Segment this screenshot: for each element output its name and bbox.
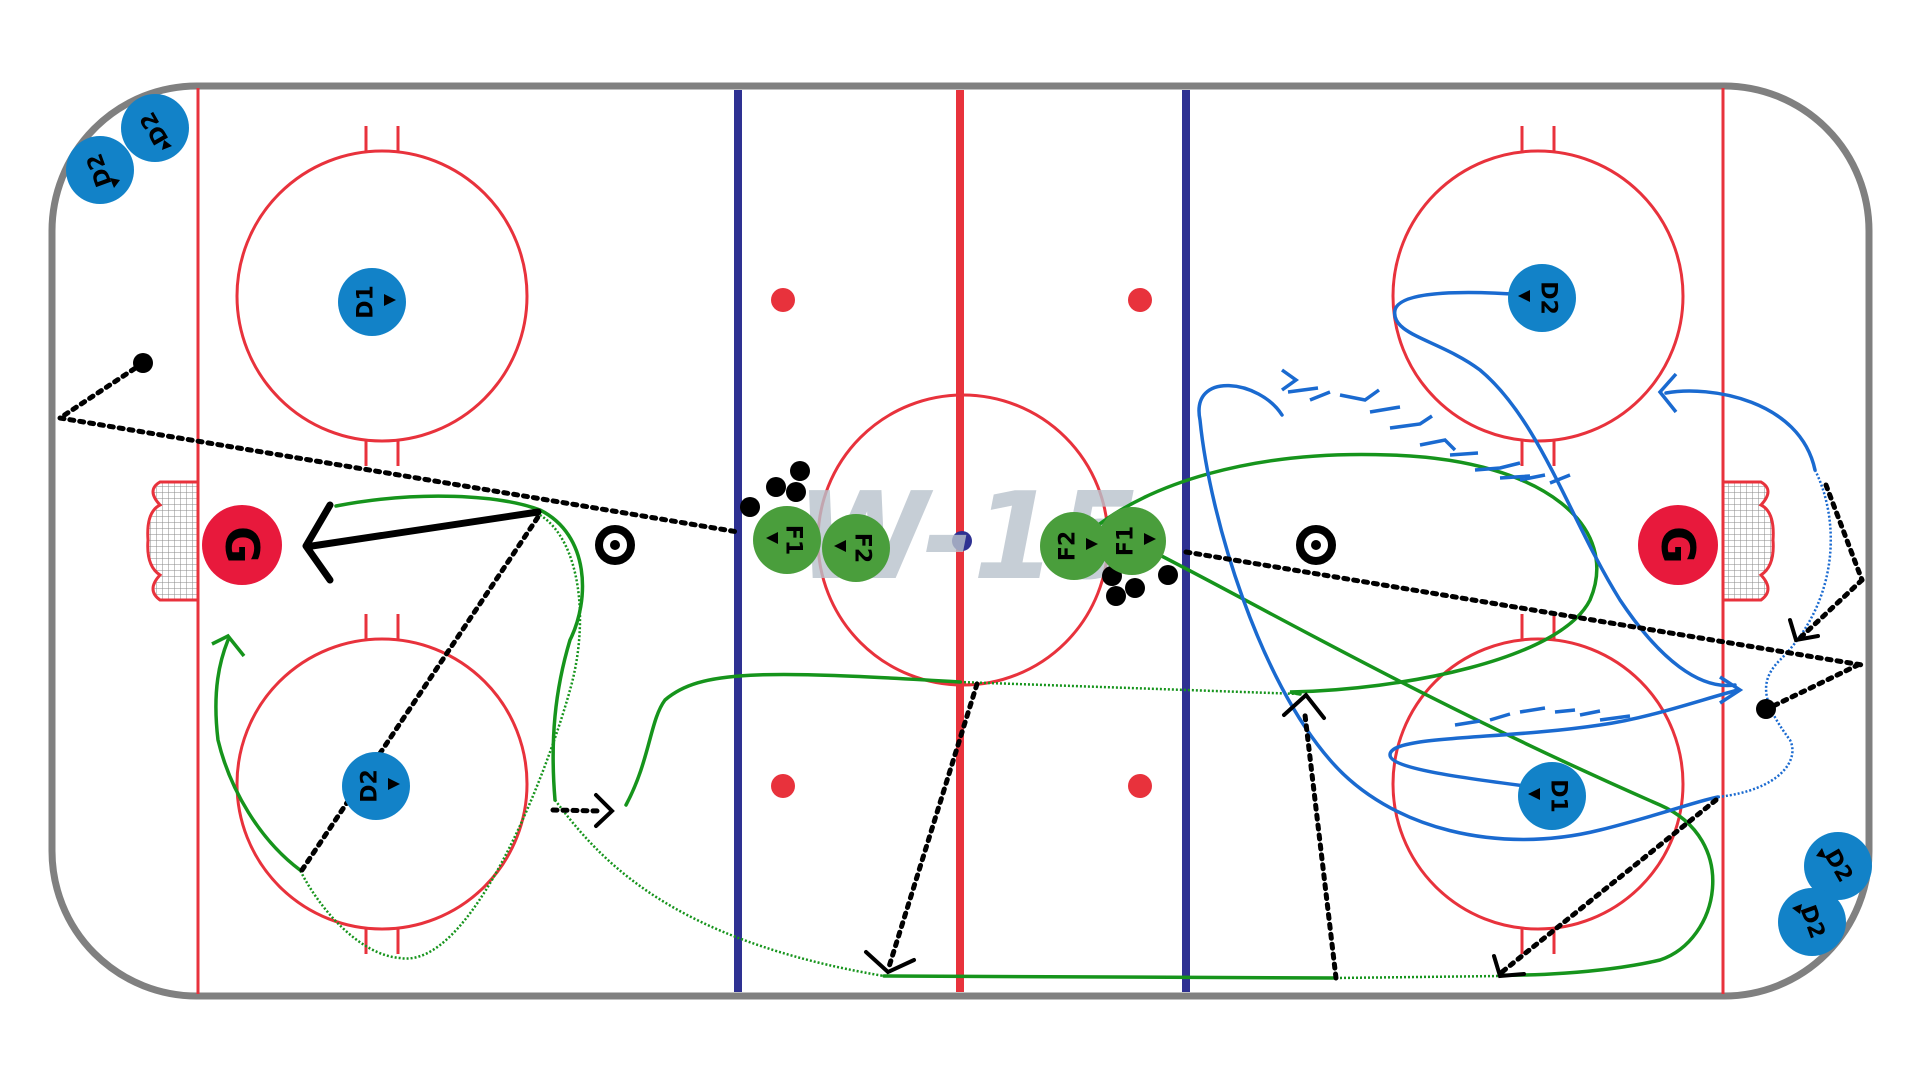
player-d2: D2 <box>342 752 410 820</box>
player-f2: F2 <box>1040 512 1108 580</box>
puck <box>1106 586 1126 606</box>
player-d2: D2 <box>121 94 189 162</box>
player-label: F2 <box>850 533 875 563</box>
player-label: D1 <box>1546 779 1571 813</box>
player-d2: D2 <box>1778 888 1846 956</box>
pylon-centers <box>610 540 1321 550</box>
puck <box>1125 578 1145 598</box>
green-arrowheads <box>211 633 246 658</box>
player-d1: D1 <box>338 268 406 336</box>
blue-routes <box>1197 290 1817 842</box>
goalie-left-label: G <box>215 526 269 564</box>
blue-dotted-routes <box>1717 469 1833 799</box>
player-label: D2 <box>1536 281 1561 315</box>
players: D2 D2 D1 D2 F1 F2 F2 <box>66 94 1872 956</box>
pass-arrowheads <box>594 618 1820 979</box>
puck <box>1158 565 1178 585</box>
puck <box>786 482 806 502</box>
hash-marks <box>364 126 1556 954</box>
player-d2: D2 <box>1804 832 1872 900</box>
neutral-zone-dots <box>771 288 1152 798</box>
player-label: D2 <box>358 769 383 803</box>
shot-arrow <box>302 501 542 584</box>
puck <box>1756 699 1776 719</box>
goalie-right-label: G <box>1651 526 1705 564</box>
player-label: F1 <box>1114 526 1139 556</box>
player-d2: D2 <box>66 136 134 204</box>
green-routes <box>214 452 1715 980</box>
pylon-left <box>595 525 635 565</box>
puck <box>790 461 810 481</box>
player-label: F2 <box>1056 531 1081 561</box>
player-f2: F2 <box>822 514 890 582</box>
goalie-right: G <box>1638 505 1718 585</box>
player-d1: D1 <box>1518 762 1586 830</box>
left-net <box>146 480 200 602</box>
right-net <box>1721 480 1775 602</box>
player-d2: D2 <box>1508 264 1576 332</box>
puck <box>766 477 786 497</box>
player-f1: F1 <box>1098 507 1166 575</box>
blue-deke-routes <box>1280 368 1631 727</box>
player-label: D1 <box>354 285 379 319</box>
puck <box>740 497 760 517</box>
pylon-right <box>1296 525 1336 565</box>
pylons <box>595 525 1336 565</box>
player-label: F1 <box>781 525 806 555</box>
blue-arrowheads <box>1657 372 1744 705</box>
center-dot <box>952 531 972 551</box>
player-f1: F1 <box>753 506 821 574</box>
pass-lines <box>57 360 1865 981</box>
puck <box>133 353 153 373</box>
green-dotted-routes <box>298 513 1501 980</box>
goalie-left: G <box>202 505 282 585</box>
